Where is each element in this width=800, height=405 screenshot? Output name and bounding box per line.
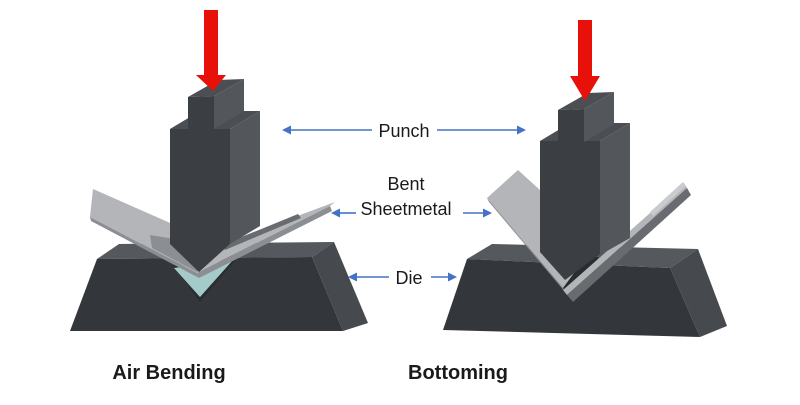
punch-tang-side: [214, 79, 244, 129]
sheet-right-front-edge: [197, 206, 332, 278]
arrowhead-right-icon: [517, 125, 526, 135]
die-pointer-left: [348, 272, 389, 282]
punch-body-front: [540, 141, 600, 280]
punch: [170, 79, 260, 272]
sheet-right-underside: [567, 188, 691, 302]
arrowhead-left-icon: [331, 208, 340, 218]
bottoming-machine: [443, 20, 727, 337]
die-side-face: [670, 249, 727, 337]
die-pointer-right: [431, 272, 457, 282]
punch: [540, 92, 630, 280]
die-side-face: [312, 242, 368, 331]
punch-pointer-right: [437, 125, 526, 135]
press-force-arrow-icon: [570, 20, 600, 101]
arrowhead-right-icon: [483, 208, 492, 218]
sheetmetal-pointer-left: [331, 208, 356, 218]
punch-body-side: [230, 111, 260, 244]
arrowhead-left-icon: [282, 125, 291, 135]
punch-tang-side: [584, 92, 614, 142]
sheet-right-highlight: [650, 182, 686, 216]
pointer-arrows: [282, 125, 526, 282]
punch-body-front: [170, 129, 230, 272]
die-label: Die: [395, 268, 423, 288]
punch-label: Punch: [378, 121, 430, 141]
press-force-arrow-icon: [196, 10, 226, 91]
punch-body-side: [600, 123, 630, 255]
punch-tang-front: [188, 96, 214, 129]
sheet-right-back-stripe: [222, 214, 301, 250]
air-bending-machine: [70, 10, 368, 331]
punch-tang-top: [558, 92, 614, 110]
punch-tang-top: [188, 79, 244, 97]
arrowhead-right-icon: [448, 272, 457, 282]
bottoming-caption: Bottoming: [408, 362, 508, 384]
sheet-left-front-edge: [487, 198, 566, 293]
air-bending-caption: Air Bending: [112, 362, 226, 384]
arrowhead-left-icon: [348, 272, 357, 282]
bent-sheetmetal-label: Bent Sheetmetal: [360, 174, 452, 219]
sheet-right-flange: [197, 202, 335, 273]
sheet-left-front-edge: [90, 217, 199, 278]
sheetmetal-pointer-right: [463, 208, 492, 218]
punch-pointer-left: [282, 125, 372, 135]
punch-tang-front: [558, 109, 584, 142]
